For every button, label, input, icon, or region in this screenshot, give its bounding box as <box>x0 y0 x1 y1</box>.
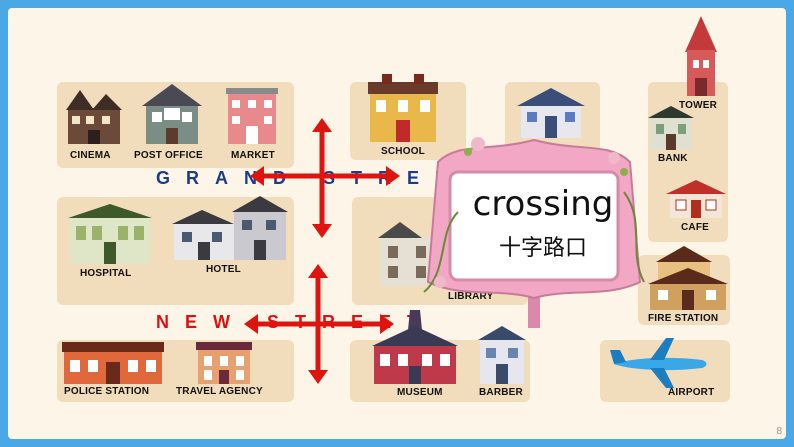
airport-label: AIRPORT <box>668 387 715 398</box>
hotel-label: HOTEL <box>206 264 241 275</box>
police-station-label: POLICE STATION <box>64 386 150 397</box>
bank-label: BANK <box>658 153 688 164</box>
tower-building-icon <box>685 16 717 96</box>
library-top-building-icon <box>517 88 585 138</box>
library-label: LIBRARY <box>448 291 494 302</box>
crossing-arrows-bottom-icon <box>244 264 394 384</box>
sign-word-chinese: 十字路口 <box>498 236 587 261</box>
market-label: MARKET <box>231 150 275 161</box>
hospital-building-icon <box>68 204 152 264</box>
cafe-building-icon <box>666 180 726 218</box>
post-office-label: POST OFFICE <box>134 150 203 161</box>
fire-station-building-icon <box>648 246 728 310</box>
cinema-building-icon <box>66 90 122 144</box>
school-building-icon <box>368 74 438 142</box>
police-station-building-icon <box>62 342 164 384</box>
bank-building-icon <box>648 106 694 150</box>
word-sign-board <box>423 137 645 328</box>
cafe-label: CAFE <box>681 222 710 233</box>
crossing-arrows-top-icon <box>250 118 400 238</box>
fire-station-label: FIRE STATION <box>648 313 719 324</box>
sign-word-english: crossing <box>472 184 614 224</box>
library-building-icon <box>378 222 438 286</box>
cinema-label: CINEMA <box>70 150 111 161</box>
museum-building-icon <box>372 310 458 384</box>
post-office-building-icon <box>142 84 202 144</box>
tower-label: TOWER <box>679 100 718 111</box>
travel-agency-building-icon <box>196 342 252 384</box>
museum-label: MUSEUM <box>397 387 443 398</box>
hospital-label: HOSPITAL <box>80 268 132 279</box>
travel-agency-label: TRAVEL AGENCY <box>176 386 263 397</box>
school-label: SCHOOL <box>381 146 425 157</box>
barber-label: BARBER <box>479 387 523 398</box>
slide-number: 8 <box>776 426 782 437</box>
airplane-icon <box>610 338 707 388</box>
hotel-building-icon <box>172 196 288 260</box>
market-building-icon <box>226 88 278 144</box>
barber-building-icon <box>478 326 526 384</box>
